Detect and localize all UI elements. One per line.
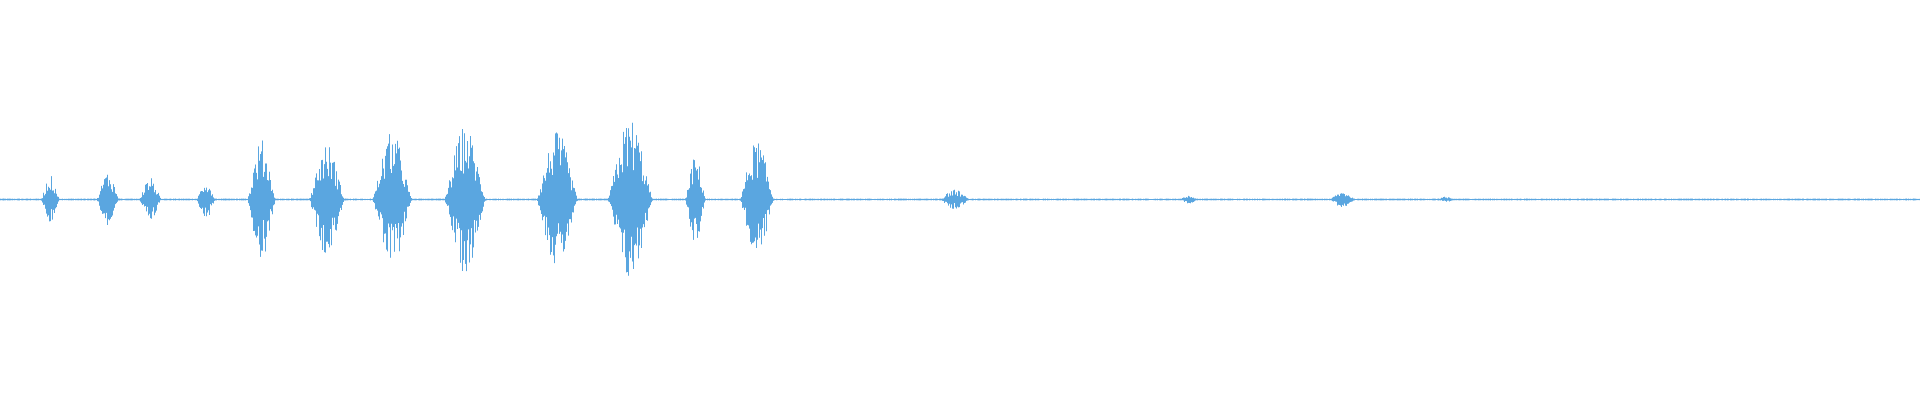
waveform-burst [939,189,970,209]
waveform-burst [139,178,162,219]
waveform-burst [41,176,60,222]
waveform-burst [196,187,216,217]
waveform-burst [97,174,120,226]
waveform-burst [536,132,578,264]
waveform-burst [444,129,486,272]
waveform-burst [607,122,653,276]
waveform-burst [740,143,774,248]
waveform-burst [372,134,412,258]
waveform-burst [685,159,706,240]
waveform-bursts [0,122,1920,276]
waveform-burst [1437,196,1456,202]
waveform-burst [309,147,345,253]
waveform-burst [1329,193,1356,208]
waveform-burst [247,140,276,257]
waveform-burst [1179,195,1199,204]
